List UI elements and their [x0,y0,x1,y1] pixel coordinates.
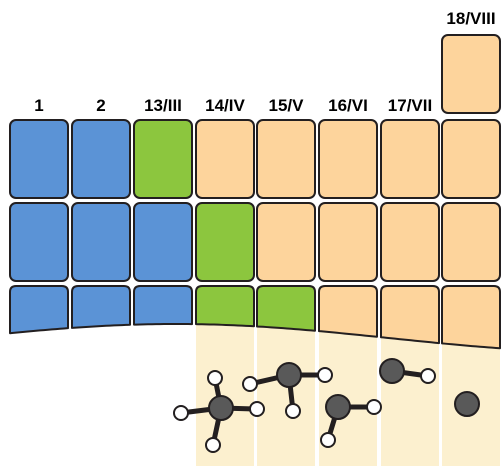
group-label-2: 2 [96,96,105,115]
heavy-atom [325,394,351,420]
group-label-16: 16/VI [328,96,368,115]
hydrogen-atom [420,368,436,384]
water-molecule [320,394,382,448]
hydrogen-atom [366,399,382,415]
group-labels: 1 2 13/III 14/IV 15/V 16/VI 17/VII 18/VI… [34,9,495,115]
cell-r4-group-16 [318,285,378,338]
cell-r3-group-18 [441,202,501,282]
group-label-13: 13/III [144,96,182,115]
hydrogen-atom [242,376,258,392]
group-label-14: 14/IV [205,96,245,115]
molecules [173,358,480,453]
group-label-1: 1 [34,96,43,115]
cell-r3-group-17 [380,202,440,282]
element-cells [9,34,501,350]
hydrogen-atom [320,432,336,448]
hydrogen-halide-molecule [379,358,436,384]
hydrogen-atom [205,437,221,453]
group-label-17: 17/VII [388,96,432,115]
heavy-atom [379,358,405,384]
cell-r3-group-1 [9,202,69,282]
cell-group-18-top [441,34,501,114]
cell-r2-group-17 [380,119,440,199]
cell-r3-group-14 [195,202,255,282]
group-label-15: 15/V [269,96,305,115]
cell-r4-group-2 [71,285,131,329]
cell-r3-group-15 [256,202,316,282]
cell-r2-group-2 [71,119,131,199]
group-label-18: 18/VIII [446,9,495,28]
hydrogen-atom [317,367,333,383]
cell-r4-group-17 [380,285,440,345]
cell-r3-group-2 [71,202,131,282]
cell-r4-group-14 [195,285,255,328]
noble-gas-atom-molecule [454,391,480,417]
ammonia-molecule [242,362,333,419]
cell-r4-group-13 [133,285,193,326]
hydrogen-atom [173,405,189,421]
cell-r2-group-16 [318,119,378,199]
hydrogen-atom [285,403,301,419]
cell-r2-group-18 [441,119,501,199]
cell-r4-group-1 [9,285,69,335]
hydrogen-atom [249,401,265,417]
heavy-atom [454,391,480,417]
methane-molecule [173,370,265,453]
cell-r2-group-13 [133,119,193,199]
heavy-atom [208,395,234,421]
heavy-atom [276,362,302,388]
cell-r4-group-18 [441,285,501,350]
cell-r3-group-13 [133,202,193,282]
cell-r3-group-16 [318,202,378,282]
cell-r4-group-15 [256,285,316,332]
cell-r2-group-1 [9,119,69,199]
cell-r2-group-14 [195,119,255,199]
hydrogen-atom [207,370,223,386]
cell-r2-group-15 [256,119,316,199]
